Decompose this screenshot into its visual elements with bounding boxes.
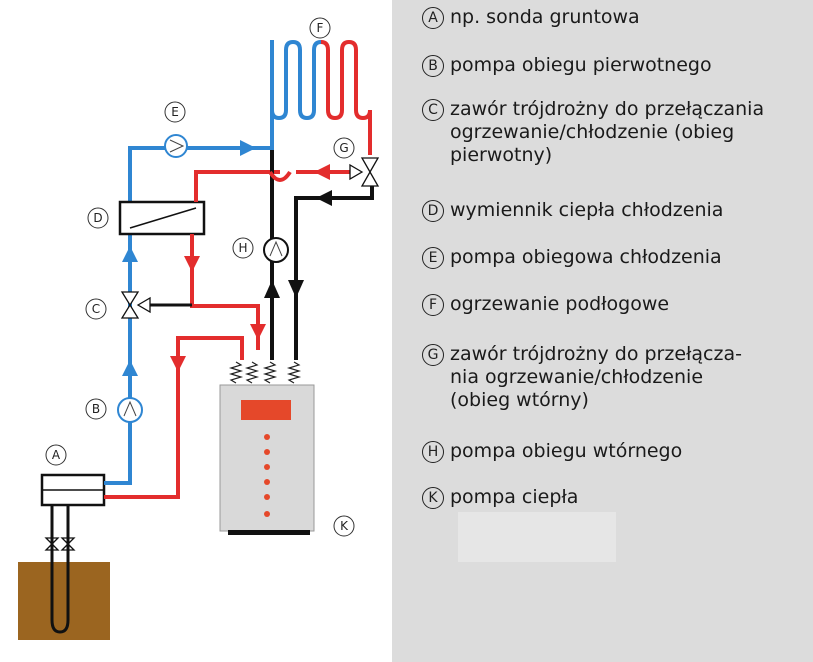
blue-flow-arrows	[122, 140, 256, 376]
red-flow-arrows	[170, 164, 330, 372]
legend-letter: E	[422, 247, 444, 269]
svg-text:D: D	[93, 211, 102, 225]
label-k: K	[333, 515, 355, 537]
legend-text: pompa ciepła	[450, 486, 579, 508]
label-e: E	[164, 101, 186, 123]
label-b: B	[85, 398, 107, 420]
label-c: C	[85, 298, 107, 320]
legend-text: zawór trójdrożny do przełącza- nia ogrze…	[450, 343, 742, 411]
label-a: A	[45, 444, 67, 466]
svg-text:E: E	[171, 105, 179, 119]
legend-text: np. sonda gruntowa	[450, 6, 640, 28]
legend-item-h: H pompa obiegu wtórnego	[422, 440, 795, 463]
svg-text:K: K	[340, 519, 349, 533]
heat-pump-schematic: A B C D E F G H K	[18, 17, 380, 640]
legend-text: pompa obiegu pierwotnego	[450, 54, 712, 76]
legend-item-d: D wymiennik ciepła chłodzenia	[422, 199, 795, 222]
legend-item-b: B pompa obiegu pierwotnego	[422, 54, 795, 77]
legend-panel: A np. sonda gruntowa B pompa obiegu pier…	[392, 0, 813, 662]
heat-pump-leds	[264, 434, 270, 517]
legend-letter: A	[422, 7, 444, 29]
svg-text:G: G	[339, 141, 348, 155]
legend-text: wymiennik ciepła chłodzenia	[450, 199, 724, 221]
floor-heating-loops-blue	[270, 39, 322, 121]
legend-text: ogrzewanie podłogowe	[450, 293, 670, 315]
legend-letter: B	[422, 55, 444, 77]
svg-text:A: A	[52, 448, 61, 462]
crossover	[268, 170, 292, 182]
legend-item-e: E pompa obiegowa chłodzenia	[422, 246, 795, 269]
legend-letter: D	[422, 200, 444, 222]
svg-text:C: C	[92, 302, 100, 316]
ground-probe	[50, 490, 70, 634]
svg-text:B: B	[92, 402, 100, 416]
connection-coils	[228, 361, 302, 384]
legend-text: zawór trójdrożny do przełączania ogrzewa…	[450, 98, 765, 166]
heat-pump-base	[228, 530, 310, 535]
legend-text: pompa obiegu wtórnego	[450, 440, 683, 462]
label-d: D	[87, 207, 109, 229]
three-way-valve-g	[349, 157, 380, 187]
ground-block	[18, 562, 110, 640]
black-flow-arrows	[264, 190, 332, 298]
legend-item-g: G zawór trójdrożny do przełącza- nia ogr…	[422, 343, 795, 412]
legend-item-f: F ogrzewanie podłogowe	[422, 293, 795, 316]
label-f: F	[309, 17, 331, 39]
floor-heating-loops-red	[320, 39, 372, 155]
probe-valves	[44, 537, 76, 551]
legend-letter: C	[422, 99, 444, 121]
legend-letter: F	[422, 294, 444, 316]
legend-item-k: K pompa ciepła	[422, 486, 795, 509]
legend-item-a: A np. sonda gruntowa	[422, 6, 795, 29]
legend-letter: K	[422, 487, 444, 509]
legend-letter: H	[422, 441, 444, 463]
heat-pump-display	[241, 400, 291, 420]
three-way-valve-c	[120, 291, 151, 319]
legend-text: pompa obiegowa chłodzenia	[450, 246, 722, 268]
label-g: G	[333, 137, 355, 159]
blank-panel	[458, 512, 616, 562]
legend-letter: G	[422, 344, 444, 366]
legend-item-c: C zawór trójdrożny do przełączania ogrze…	[422, 98, 795, 167]
svg-text:H: H	[238, 241, 247, 255]
label-h: H	[232, 237, 254, 259]
svg-text:F: F	[317, 21, 324, 35]
